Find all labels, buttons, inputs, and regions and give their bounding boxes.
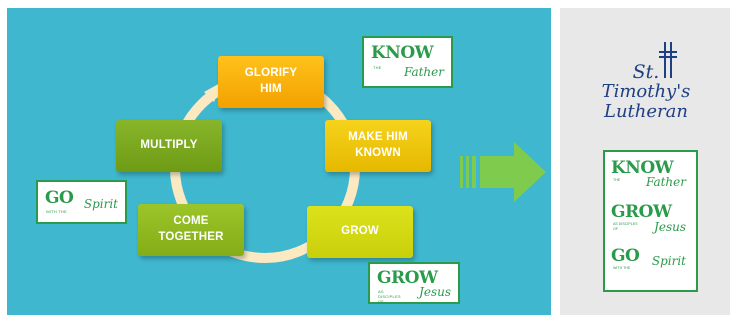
- step-make-line2: KNOWN: [355, 147, 401, 159]
- combined-know-word: KNOW: [611, 158, 674, 178]
- step-glorify-line2: HIM: [260, 83, 282, 95]
- go-word: GO: [45, 188, 74, 208]
- grow-word: GROW: [377, 268, 438, 288]
- know-the-father-badge: KNOW THE Father: [362, 36, 453, 88]
- combined-grow-small: AS DISCIPLES OF: [613, 222, 638, 231]
- combined-go-row: GO WITH THE Spirit: [611, 246, 692, 286]
- combined-grow-row: GROW AS DISCIPLES OF Jesus: [611, 202, 692, 242]
- combined-know-row: KNOW THE Father: [611, 158, 692, 198]
- logo-line-st: St.: [632, 61, 660, 83]
- combined-jesus-script: Jesus: [654, 220, 686, 234]
- go-small-text: WITH THE: [46, 209, 67, 214]
- cross-icon: [659, 42, 677, 78]
- step-make-him-known: MAKE HIM KNOWN: [325, 120, 431, 172]
- step-multiply: MULTIPLY: [116, 120, 222, 172]
- combined-father-script: Father: [645, 175, 686, 189]
- step-glorify-line1: GLORIFY: [244, 67, 298, 80]
- know-word: KNOW: [371, 43, 434, 63]
- combined-spirit-script: Spirit: [651, 254, 686, 268]
- combined-badge: KNOW THE Father GROW AS DISCIPLES OF Jes…: [603, 150, 698, 292]
- grow-small-text: AS DISCIPLES OF: [378, 289, 401, 304]
- logo-line-lutheran: Lutheran: [604, 101, 688, 122]
- combined-go-word: GO: [611, 246, 640, 266]
- jesus-script: Jesus: [419, 285, 451, 299]
- combined-grow-word: GROW: [611, 202, 672, 222]
- grow-as-disciples-badge: GROW AS DISCIPLES OF Jesus: [368, 262, 460, 304]
- combined-go-small: WITH THE: [613, 266, 631, 270]
- step-multiply-label: MULTIPLY: [140, 139, 198, 152]
- cycle-arrowhead: [204, 82, 222, 102]
- spirit-script: Spirit: [83, 197, 118, 211]
- step-come-line1: COME: [173, 215, 209, 228]
- step-glorify-him: GLORIFY HIM: [218, 56, 324, 108]
- know-small-text: THE: [373, 65, 382, 70]
- logo-line-timothys: Timothy's: [601, 81, 691, 102]
- step-grow: GROW: [307, 206, 413, 258]
- combined-know-small: THE: [613, 178, 621, 182]
- step-come-line2: TOGETHER: [158, 231, 224, 243]
- right-arrow-icon: [460, 142, 546, 202]
- father-script: Father: [403, 65, 444, 79]
- go-with-the-spirit-badge: GO WITH THE Spirit: [36, 180, 127, 224]
- church-logo: St. Timothy's Lutheran: [580, 40, 712, 122]
- step-make-line1: MAKE HIM: [348, 131, 408, 144]
- step-grow-label: GROW: [341, 225, 379, 238]
- step-come-together: COME TOGETHER: [138, 204, 244, 256]
